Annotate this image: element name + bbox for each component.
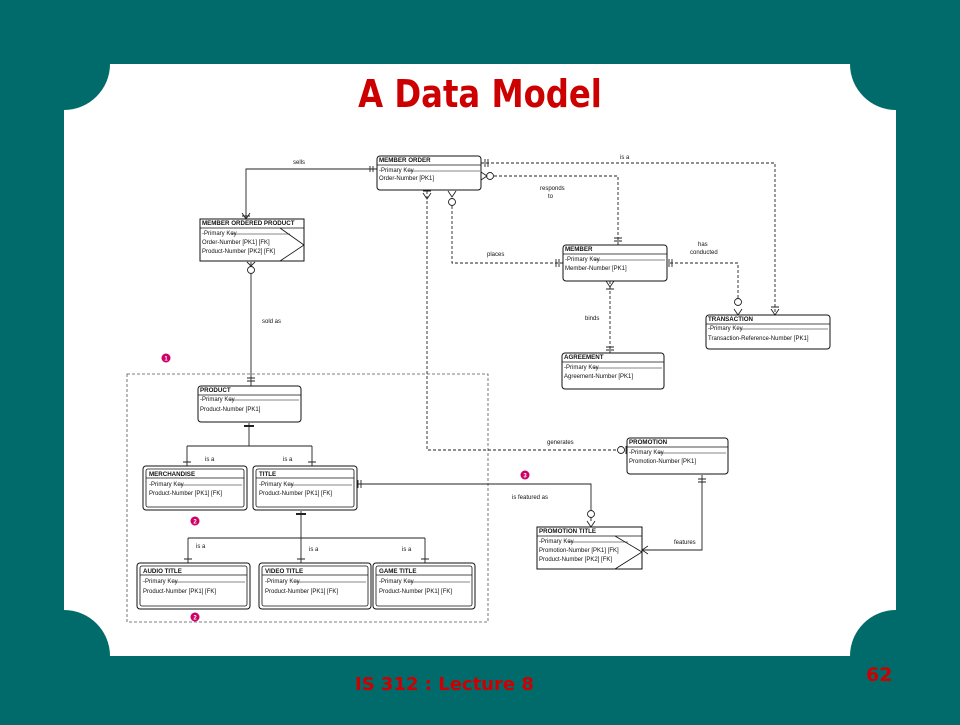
entity-name: MEMBER — [565, 246, 593, 253]
entities: MEMBER ORDER -Primary Key Order-Number [… — [136, 155, 831, 610]
label-is-a-merch: is a — [205, 457, 215, 463]
entity-name: PROMOTION — [629, 439, 668, 446]
entity-merchandise[interactable]: MERCHANDISE -Primary Key Product-Number … — [142, 465, 248, 511]
page-number: 62 — [866, 664, 893, 686]
label-is-a-title: is a — [283, 457, 293, 463]
entity-name: AUDIO TITLE — [143, 568, 182, 575]
entity-key-label: -Primary Key — [143, 579, 178, 585]
entity-name: GAME TITLE — [379, 568, 416, 575]
entity-key-label: -Primary Key — [564, 365, 599, 371]
entity-name: MEMBER ORDER — [379, 157, 431, 164]
entity-attr: Product-Number [PK1] [FK] — [379, 589, 452, 595]
entity-key-label: -Primary Key — [708, 326, 743, 332]
entity-attr: Transaction-Reference-Number [PK1] — [708, 336, 809, 342]
entity-attr: Agreement-Number [PK1] — [564, 374, 633, 380]
entity-key-label: -Primary Key — [200, 397, 235, 403]
numbered-markers: 1 2 2 3 — [161, 353, 530, 622]
entity-attr: Product-Number [PK1] — [200, 407, 261, 413]
entity-audio-title[interactable]: AUDIO TITLE -Primary Key Product-Number … — [136, 562, 251, 610]
label-responds: responds — [540, 186, 565, 192]
slide-footer: IS 312 : Lecture 8 — [355, 674, 534, 695]
entity-agreement[interactable]: AGREEMENT -Primary Key Agreement-Number … — [561, 352, 665, 390]
entity-name: MERCHANDISE — [149, 471, 195, 478]
entity-attr: Order-Number [PK1] [FK] — [202, 240, 270, 246]
slide-title: A Data Model — [358, 72, 602, 116]
relationship-labels: sells is a responds to places has conduc… — [196, 155, 718, 553]
subtype-region — [126, 373, 489, 623]
relationship-lines — [183, 159, 780, 563]
entity-key-label: -Primary Key — [539, 539, 574, 545]
entity-name: TRANSACTION — [708, 316, 754, 323]
line-generates — [426, 191, 618, 451]
svg-text:3: 3 — [523, 474, 527, 480]
entity-attr: Product-Number [PK1] [FK] — [143, 589, 216, 595]
entity-game-title[interactable]: GAME TITLE -Primary Key Product-Number [… — [372, 562, 476, 610]
entity-member-order[interactable]: MEMBER ORDER -Primary Key Order-Number [… — [376, 155, 482, 191]
label-conducted: conducted — [690, 250, 718, 256]
svg-text:2: 2 — [193, 520, 197, 526]
entity-name: PROMOTION TITLE — [539, 528, 596, 535]
entity-product[interactable]: PRODUCT -Primary Key Product-Number [PK1… — [197, 385, 302, 423]
label-to: to — [548, 194, 554, 200]
entity-key-label: -Primary Key — [149, 482, 184, 488]
entity-member-ordered-product[interactable]: MEMBER ORDERED PRODUCT -Primary Key Orde… — [199, 218, 305, 262]
entity-key-label: -Primary Key — [379, 168, 414, 174]
label-has: has — [698, 242, 708, 248]
entity-attr: Promotion-Number [PK1] — [629, 459, 696, 465]
entity-name: PRODUCT — [200, 387, 231, 394]
entity-key-label: -Primary Key — [379, 579, 414, 585]
entity-key-label: -Primary Key — [565, 257, 600, 263]
entity-name: MEMBER ORDERED PRODUCT — [202, 220, 295, 227]
line-is-featured-as — [357, 483, 592, 521]
marker-2b: 2 — [190, 612, 200, 622]
entity-member[interactable]: MEMBER -Primary Key Member-Number [PK1] — [562, 244, 668, 282]
label-is-a-game: is a — [402, 547, 412, 553]
entity-video-title[interactable]: VIDEO TITLE -Primary Key Product-Number … — [258, 562, 372, 610]
label-is-a-top: is a — [620, 155, 630, 161]
entity-attr: Member-Number [PK1] — [565, 266, 627, 272]
label-is-a-audio: is a — [196, 544, 206, 550]
entity-transaction[interactable]: TRANSACTION -Primary Key Transaction-Ref… — [705, 314, 831, 350]
entity-attr: Promotion-Number [PK1] [FK] — [539, 548, 619, 554]
label-generates: generates — [547, 440, 574, 446]
label-features: features — [674, 540, 696, 546]
line-product-subtypes — [186, 423, 313, 466]
label-sold-as: sold as — [262, 319, 281, 325]
entity-promotion-title[interactable]: PROMOTION TITLE -Primary Key Promotion-N… — [536, 526, 643, 570]
marker-2a: 2 — [190, 516, 200, 526]
entity-attr: Product-Number [PK2] [FK] — [202, 249, 275, 255]
label-binds: binds — [585, 316, 599, 322]
entity-key-label: -Primary Key — [202, 231, 237, 237]
label-places: places — [487, 252, 504, 258]
label-is-a-video: is a — [309, 547, 319, 553]
entity-name: AGREEMENT — [564, 354, 604, 361]
line-sells — [245, 168, 377, 219]
entity-attr: Product-Number [PK2] [FK] — [539, 557, 612, 563]
entity-key-label: -Primary Key — [629, 450, 664, 456]
line-title-subtypes — [187, 511, 426, 563]
entity-attr: Order-Number [PK1] — [379, 176, 434, 182]
entity-key-label: -Primary Key — [259, 482, 294, 488]
label-is-featured-as: is featured as — [512, 495, 548, 501]
line-places — [451, 205, 563, 264]
line-features — [642, 475, 703, 551]
svg-text:2: 2 — [193, 616, 197, 622]
line-responds-to — [494, 175, 619, 246]
entity-attr: Product-Number [PK1] [FK] — [265, 589, 338, 595]
entity-title[interactable]: TITLE -Primary Key Product-Number [PK1] … — [252, 465, 358, 511]
marker-1: 1 — [161, 353, 171, 363]
entity-attr: Product-Number [PK1] [FK] — [259, 491, 332, 497]
line-has-conducted — [670, 262, 739, 300]
line-is-a-top — [481, 162, 776, 315]
entity-name: VIDEO TITLE — [265, 568, 303, 575]
marker-3: 3 — [520, 470, 530, 480]
entity-promotion[interactable]: PROMOTION -Primary Key Promotion-Number … — [626, 437, 729, 475]
label-sells: sells — [293, 160, 305, 166]
entity-name: TITLE — [259, 471, 276, 478]
entity-attr: Product-Number [PK1] [FK] — [149, 491, 222, 497]
entity-key-label: -Primary Key — [265, 579, 300, 585]
svg-text:1: 1 — [164, 357, 168, 363]
